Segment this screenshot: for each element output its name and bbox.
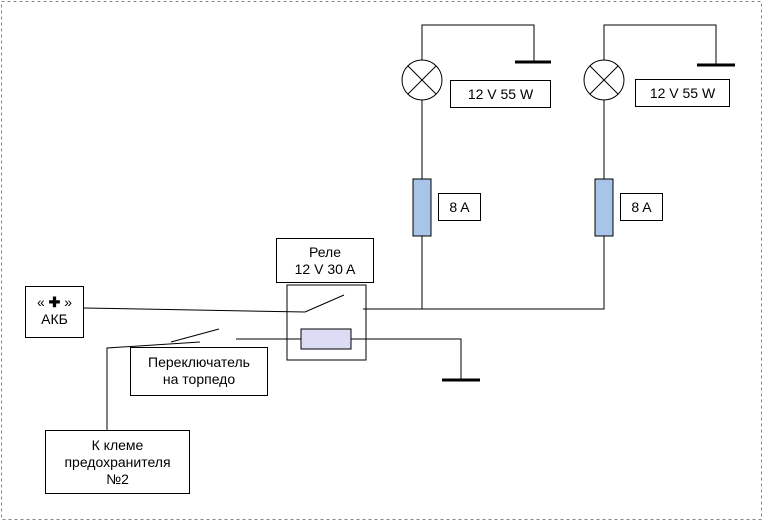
fuse-1 bbox=[412, 178, 432, 237]
fuse1-rating-label: 8 A bbox=[438, 193, 481, 221]
relay-contact bbox=[304, 294, 345, 313]
relay-label-name: Реле bbox=[309, 244, 341, 260]
plus-icon: ✚ bbox=[48, 294, 61, 310]
switch-contact bbox=[170, 328, 220, 343]
lamp2-rating-label: 12 V 55 W bbox=[635, 79, 730, 107]
battery-name: АКБ bbox=[41, 311, 68, 327]
switch-label-line1: Переключатель bbox=[148, 354, 250, 370]
lamp-1 bbox=[401, 59, 443, 101]
fuse-terminal-line2: предохранителя bbox=[64, 454, 171, 470]
relay-label: Реле 12 V 30 A bbox=[276, 238, 374, 283]
relay-body bbox=[286, 284, 367, 361]
battery-polarity: « ✚ » bbox=[36, 294, 73, 310]
terminal-switch-wire bbox=[106, 341, 201, 430]
fuse2-rating-label: 8 A bbox=[620, 193, 663, 221]
relay-ground-wire bbox=[350, 338, 462, 380]
switch-label-line2: на торпедо bbox=[162, 371, 236, 387]
lamp2-ground-wire bbox=[603, 24, 717, 65]
lamp1-ground-wire bbox=[421, 24, 535, 63]
fuse-terminal-line1: К клеме bbox=[91, 437, 144, 453]
relay-coil bbox=[300, 328, 352, 350]
switch-label: Переключатель на торпедо bbox=[130, 347, 268, 396]
fuse-2 bbox=[594, 178, 614, 237]
lamp1-rating-label: 12 V 55 W bbox=[450, 80, 551, 108]
lamp-2 bbox=[583, 59, 625, 101]
fuse-terminal-line3: №2 bbox=[106, 471, 129, 487]
fuse-terminal-label: К клеме предохранителя №2 bbox=[45, 430, 190, 494]
battery-relay-wire bbox=[83, 307, 306, 313]
relay-label-rating: 12 V 30 A bbox=[294, 261, 356, 277]
fuse2-bus-wire bbox=[363, 236, 605, 310]
battery-label: « ✚ » АКБ bbox=[25, 286, 84, 338]
